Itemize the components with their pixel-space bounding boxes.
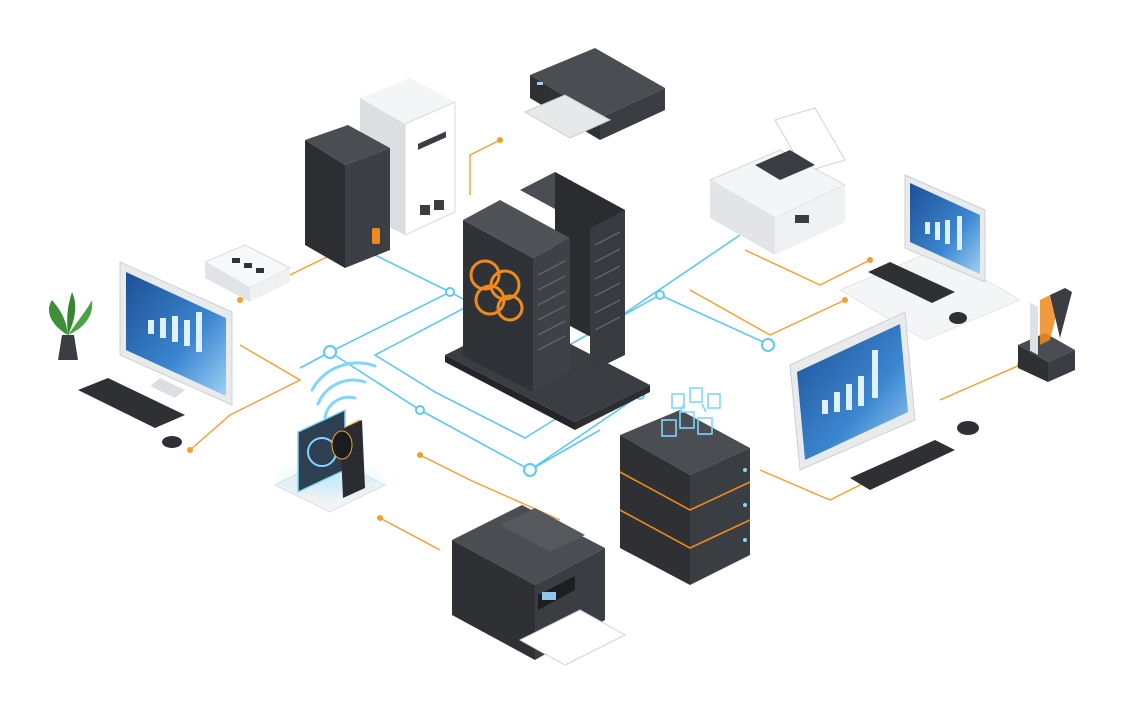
workstation-left: [78, 261, 233, 448]
link-dot: [237, 297, 243, 303]
link-mfp: [379, 517, 441, 551]
monitor-icon: [904, 174, 986, 283]
rack-vent-lines: [537, 231, 621, 351]
file-storage: [1018, 288, 1075, 382]
link-core-to-storage: [529, 429, 601, 471]
reader-icon: [331, 420, 365, 498]
tower-pc-pair: [305, 78, 456, 268]
printer-icon: [708, 107, 847, 255]
file-folder-icon: [1018, 288, 1075, 382]
link-dot: [445, 287, 455, 297]
printer-icon: [452, 505, 627, 666]
link-dot: [187, 447, 193, 453]
link-right-storage: [689, 289, 846, 336]
tower-pc-icon: [305, 125, 390, 268]
scanner-icon: [523, 48, 665, 140]
file-stack-icon: [661, 387, 721, 437]
link-core-to-tower: [374, 254, 451, 293]
link-dot: [655, 290, 665, 300]
inkjet-printer: [708, 107, 847, 255]
mouse-icon: [949, 312, 967, 324]
router-icon: [203, 244, 292, 302]
keyboard-icon: [78, 378, 185, 428]
router-box: [203, 244, 292, 302]
link-dot: [761, 338, 775, 352]
storage-server: [619, 387, 751, 585]
monitor-icon: [789, 311, 916, 471]
potted-plant: [48, 292, 93, 360]
link-mfp-storage: [419, 454, 561, 521]
monitor-icon: [119, 261, 233, 406]
workstation-right: [789, 311, 979, 490]
workstation-right-top: [838, 174, 1022, 341]
core-server-rack: [445, 172, 650, 430]
link-dot: [497, 137, 503, 143]
wifi-icon: [310, 361, 377, 420]
mouse-icon: [162, 436, 182, 448]
link-dot: [867, 257, 873, 263]
keyboard-icon: [868, 262, 955, 303]
mouse-icon: [957, 421, 979, 435]
link-file-storage: [939, 364, 1021, 401]
top-scanner: [523, 48, 665, 140]
plant-icon: [48, 292, 93, 360]
wireless-access-device: [270, 361, 390, 513]
multifunction-printer: [452, 505, 627, 666]
link-printer-right: [744, 249, 871, 286]
link-dot: [415, 405, 425, 415]
link-left-workstation: [189, 344, 302, 451]
link-scanner: [469, 139, 501, 195]
link-dot: [323, 345, 337, 359]
keyboard-icon: [850, 440, 955, 490]
link-dot: [417, 452, 423, 458]
link-dot: [523, 463, 537, 477]
network-logo-icon: [469, 259, 524, 322]
link-dot: [377, 515, 383, 521]
database-icon: [619, 410, 751, 585]
server-rack-icon: [463, 172, 625, 392]
link-dot: [842, 297, 848, 303]
